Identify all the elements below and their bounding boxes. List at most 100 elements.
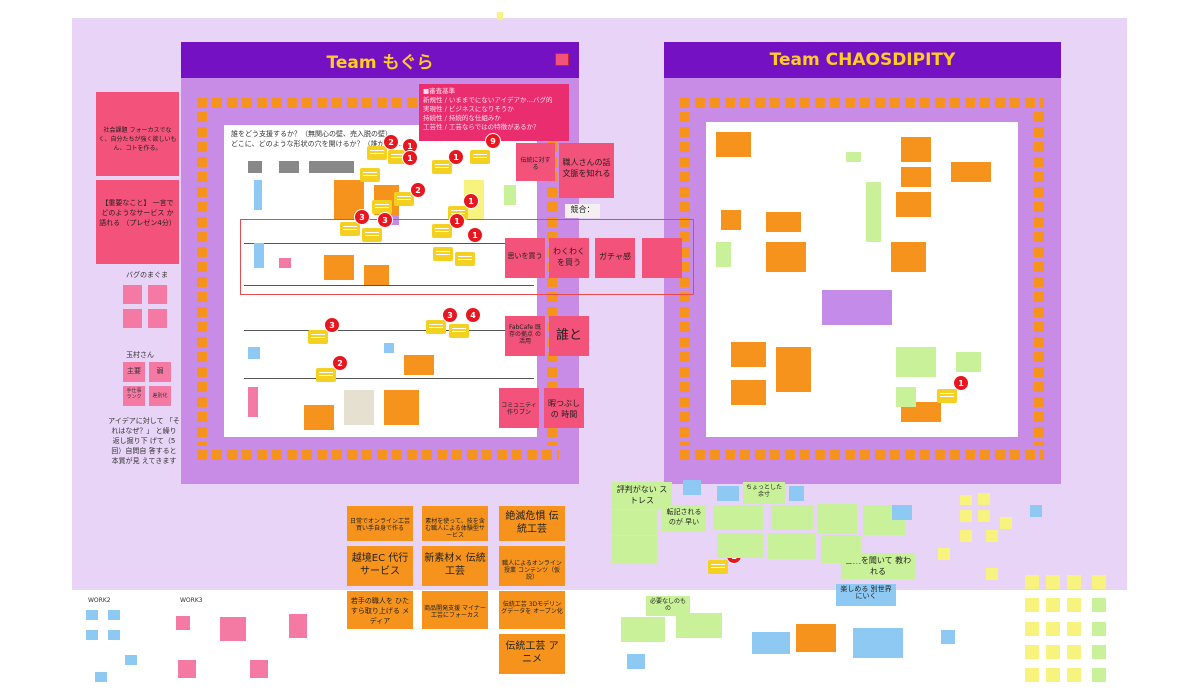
comment-count-badge[interactable]: 2: [410, 182, 426, 198]
sticky-note[interactable]: [986, 530, 998, 542]
sticky-note[interactable]: [1025, 668, 1039, 682]
sticky-note[interactable]: [676, 613, 722, 638]
sticky-note[interactable]: [866, 182, 881, 242]
idea-note[interactable]: 越境EC 代行サービス: [347, 546, 413, 586]
idea-note[interactable]: 素材を使って、技を含む職人による体験型サービス: [422, 506, 488, 541]
sticky-note-principle[interactable]: 社会課題 フォーカスでなく、自分たちが強く欲しいもん、コトを作る。: [96, 92, 179, 176]
comment-count-badge[interactable]: 1: [953, 375, 969, 391]
sticky-note[interactable]: [891, 242, 926, 272]
sticky-note[interactable]: [1092, 575, 1106, 589]
sticky-note[interactable]: [771, 505, 813, 530]
sticky-note[interactable]: [1000, 517, 1012, 529]
sticky-note[interactable]: [176, 616, 190, 630]
comment-icon[interactable]: [367, 146, 387, 160]
sticky-note[interactable]: 手仕事 ランク: [123, 386, 145, 406]
sticky-note[interactable]: [504, 185, 516, 205]
comment-count-badge[interactable]: 1: [448, 149, 464, 165]
sticky-note[interactable]: [384, 390, 419, 425]
sticky-note[interactable]: [384, 343, 394, 353]
sticky-note[interactable]: [220, 617, 246, 641]
work-board[interactable]: 誰をどう支援するか？（無関心の壁、売入脱の壁） どこに、どのような形状の穴を開け…: [224, 125, 537, 437]
comment-icon[interactable]: [455, 252, 475, 266]
work-board[interactable]: [706, 122, 1018, 437]
sticky-note[interactable]: [951, 162, 991, 182]
sticky-note[interactable]: [404, 355, 434, 375]
sticky-note[interactable]: 暇つぶしの 時間: [544, 388, 584, 428]
comment-count-badge[interactable]: 1: [449, 213, 465, 229]
sticky-note[interactable]: [250, 660, 268, 678]
sticky-note[interactable]: [713, 505, 763, 530]
comment-count-badge[interactable]: 3: [324, 317, 340, 333]
sticky-note[interactable]: [717, 486, 739, 501]
sticky-note[interactable]: [901, 137, 931, 162]
idea-note[interactable]: 新素材× 伝統工芸: [422, 546, 488, 586]
image-note[interactable]: [344, 390, 374, 425]
sticky-note[interactable]: [822, 290, 892, 325]
sticky-note[interactable]: [821, 535, 861, 563]
sticky-note[interactable]: [1092, 668, 1106, 682]
sticky-note[interactable]: [95, 672, 107, 682]
sticky-note[interactable]: [1025, 575, 1039, 589]
comment-count-badge[interactable]: 9: [485, 133, 501, 149]
sticky-note[interactable]: ガチャ感: [595, 238, 635, 278]
idea-note[interactable]: 伝統工芸 アニメ: [499, 634, 565, 674]
sticky-note[interactable]: [1067, 668, 1081, 682]
sticky-note[interactable]: [612, 510, 657, 535]
idea-note[interactable]: 商品開発支援 マイナー工芸にフォーカス: [422, 591, 488, 629]
sticky-note[interactable]: [254, 243, 264, 268]
frame-title-bar[interactable]: Team CHAOSDIPITY: [664, 42, 1061, 78]
sticky-note[interactable]: [1092, 598, 1106, 612]
sticky-note[interactable]: [1067, 598, 1081, 612]
sticky-note[interactable]: [248, 387, 258, 417]
comment-count-badge[interactable]: 3: [354, 209, 370, 225]
sticky-note[interactable]: [941, 630, 955, 644]
idea-note[interactable]: 若手の職人を ひたすら取り上げる メディア: [347, 591, 413, 629]
sticky-note[interactable]: [1025, 645, 1039, 659]
sticky-note[interactable]: [108, 630, 120, 640]
sticky-note[interactable]: [960, 495, 972, 505]
sticky-note[interactable]: [1046, 645, 1060, 659]
comment-icon[interactable]: [708, 560, 728, 574]
sticky-note[interactable]: 転記されるのが 早い: [662, 505, 706, 532]
sticky-note[interactable]: [853, 628, 903, 658]
comment-icon[interactable]: [432, 224, 452, 238]
sticky-note[interactable]: [766, 212, 801, 232]
sticky-note[interactable]: [642, 238, 682, 278]
sticky-note[interactable]: [846, 152, 861, 162]
comment-icon[interactable]: [470, 150, 490, 164]
comment-count-badge[interactable]: 3: [377, 212, 393, 228]
sticky-note[interactable]: [123, 309, 142, 328]
sticky-note[interactable]: [986, 568, 998, 580]
sticky-note[interactable]: [108, 610, 120, 620]
sticky-note[interactable]: [960, 530, 972, 542]
sticky-note[interactable]: [1046, 622, 1060, 636]
sticky-note[interactable]: [1046, 575, 1060, 589]
sticky-note[interactable]: [901, 402, 941, 422]
sticky-note[interactable]: [938, 548, 950, 560]
sticky-note[interactable]: わくわく を買う: [549, 238, 589, 278]
sticky-note[interactable]: [254, 180, 262, 210]
sticky-note[interactable]: [1067, 645, 1081, 659]
sticky-note[interactable]: 職人さんの話 文脈を知れる: [559, 143, 614, 198]
sticky-note[interactable]: [1025, 598, 1039, 612]
sticky-note[interactable]: [86, 630, 98, 640]
comment-icon[interactable]: [449, 324, 469, 338]
grey-note[interactable]: [309, 161, 354, 173]
sticky-note[interactable]: [901, 167, 931, 187]
idea-note[interactable]: 職人によるオンライン授業 コンテンツ（仮説）: [499, 546, 565, 586]
sticky-note[interactable]: 楽しめる 別世界にいく: [836, 584, 896, 606]
sticky-note[interactable]: [717, 533, 763, 558]
sticky-note[interactable]: [731, 342, 766, 367]
comment-icon[interactable]: [362, 228, 382, 242]
sticky-note[interactable]: [776, 347, 811, 392]
sticky-note[interactable]: 誰と: [549, 316, 589, 356]
comment-icon[interactable]: [308, 330, 328, 344]
sticky-note[interactable]: 主要: [123, 362, 145, 382]
sticky-note[interactable]: [621, 617, 665, 642]
sticky-note[interactable]: FabCafe 既存の拠点 の活用: [505, 316, 545, 356]
sticky-note[interactable]: コミュニティ 作りブン: [499, 388, 539, 428]
sticky-note[interactable]: [766, 242, 806, 272]
sticky-note[interactable]: [627, 654, 645, 669]
idea-note[interactable]: 日常でオンライン工芸 買い手自身で作る: [347, 506, 413, 541]
sticky-note-important[interactable]: 【重要なこと】 一言で どのようなサービス か語れる （プレゼン4分）: [96, 180, 179, 264]
